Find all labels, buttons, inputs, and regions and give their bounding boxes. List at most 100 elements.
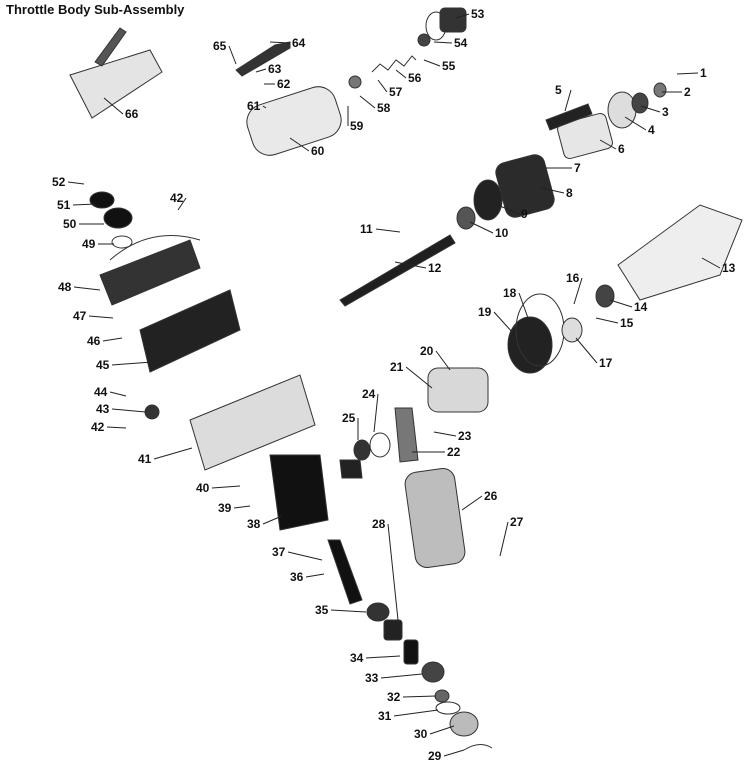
callout-label-11: 11 [360, 222, 373, 236]
leader-line-1 [676, 72, 699, 75]
leader-line-17 [575, 337, 598, 364]
callout-label-53: 53 [471, 7, 485, 21]
leader-line-38 [262, 515, 283, 525]
callout-label-10: 10 [495, 226, 509, 240]
leader-line-14 [609, 299, 633, 308]
part-34-collet [403, 639, 419, 665]
callout-label-21: 21 [390, 360, 404, 374]
part-66-throttle-body [69, 49, 163, 119]
leader-line-63 [255, 68, 267, 73]
leader-line-11 [375, 228, 401, 233]
callout-label-4: 4 [648, 123, 655, 137]
leader-line-16 [573, 277, 583, 305]
leader-line-19 [493, 311, 513, 333]
part-35-bearing [366, 602, 390, 622]
leader-line-26 [461, 495, 483, 511]
part-26-handle-grip [404, 468, 466, 568]
callout-label-45: 45 [96, 358, 110, 372]
leader-line-56 [395, 69, 407, 79]
callout-label-49: 49 [82, 237, 96, 251]
callout-label-38: 38 [247, 517, 261, 531]
part-60-sleeve [246, 86, 342, 156]
callout-label-25: 25 [342, 411, 356, 425]
leader-line-29 [443, 749, 465, 757]
callout-label-40: 40 [196, 481, 210, 495]
callout-label-52: 52 [52, 175, 66, 189]
leader-line-40 [211, 485, 241, 489]
leader-line-9 [499, 205, 520, 215]
part-2-washer [653, 82, 667, 98]
callout-label-63: 63 [268, 62, 282, 76]
part-66-lever [94, 27, 127, 67]
callout-label-42: 42 [91, 420, 105, 434]
callout-label-8: 8 [566, 186, 573, 200]
callout-label-2: 2 [684, 85, 691, 99]
callout-label-48: 48 [58, 280, 72, 294]
leader-line-44 [109, 391, 127, 397]
part-24-o-ring [369, 432, 391, 458]
leader-line-13 [701, 257, 721, 269]
leader-line-54 [433, 41, 453, 44]
callout-label-23: 23 [458, 429, 472, 443]
leader-line-57 [377, 79, 388, 93]
part-48-guard-rim [109, 235, 201, 261]
leader-line-5 [564, 89, 572, 112]
callout-label-22: 22 [447, 445, 461, 459]
part-56-spring [371, 55, 417, 73]
part-17-spacer [561, 317, 583, 343]
page-title: Throttle Body Sub-Assembly [6, 2, 185, 17]
leader-line-65 [228, 45, 237, 65]
leader-line-47 [88, 315, 114, 319]
callout-label-14: 14 [634, 300, 648, 314]
leader-line-6 [599, 139, 617, 150]
part-50-flange [103, 207, 133, 229]
part-45-arm [139, 289, 241, 373]
callout-label-55: 55 [442, 59, 456, 73]
callout-label-27: 27 [510, 515, 524, 529]
part-25-bearing [353, 439, 371, 461]
part-64-lever [235, 41, 291, 77]
part-58-ball [348, 75, 362, 89]
callout-label-47: 47 [73, 309, 87, 323]
callout-label-57: 57 [389, 85, 403, 99]
leader-line-8 [541, 187, 565, 194]
leader-line-42 [177, 197, 187, 211]
leader-line-39 [233, 505, 251, 509]
callout-label-28: 28 [372, 517, 386, 531]
callout-label-7: 7 [574, 161, 581, 175]
callout-label-56: 56 [408, 71, 422, 85]
callout-label-18: 18 [503, 286, 517, 300]
part-29-retaining-ring [463, 744, 493, 751]
leader-line-66 [103, 97, 124, 115]
leader-line-30 [429, 725, 455, 735]
leader-line-10 [469, 221, 494, 234]
callout-label-34: 34 [350, 651, 364, 665]
callout-label-12: 12 [428, 261, 442, 275]
leader-line-32 [402, 695, 437, 698]
leader-line-52 [67, 181, 85, 185]
callout-label-9: 9 [521, 207, 528, 221]
leader-line-27 [499, 521, 509, 557]
parts-illustration [69, 7, 743, 751]
part-30-nut [449, 711, 479, 737]
part-9-plate [473, 179, 503, 221]
leader-line-12 [394, 261, 427, 269]
leader-line-58 [359, 95, 376, 109]
leader-line-15 [595, 317, 619, 324]
part-47-48-guard [99, 239, 201, 306]
leader-line-53 [455, 13, 470, 19]
part-14-bearing [595, 284, 615, 308]
leader-line-36 [305, 573, 325, 578]
leader-line-18 [518, 292, 529, 319]
part-10-bearing [456, 206, 476, 230]
callout-label-41: 41 [138, 452, 152, 466]
callout-label-30: 30 [414, 727, 428, 741]
leader-line-21 [405, 366, 433, 389]
callout-label-59: 59 [350, 119, 364, 133]
part-33-bearing [421, 661, 445, 683]
leader-line-35 [330, 609, 367, 613]
part-49-o-ring [111, 235, 133, 249]
leader-line-51 [72, 203, 97, 206]
leader-line-37 [287, 551, 323, 561]
